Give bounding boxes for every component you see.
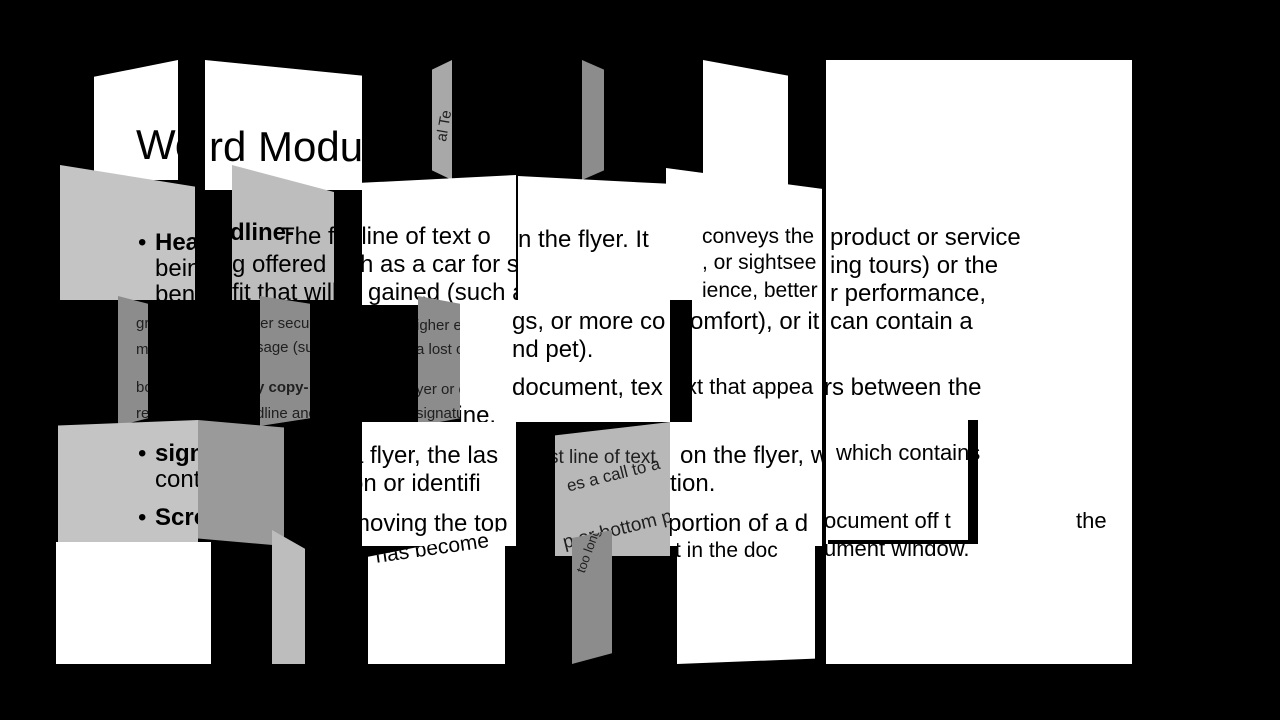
tile-mid-5: conveys the , or sightsee ience, better [666,168,824,300]
line10-text-d: ocument off t [824,508,951,533]
line1-text-b: t line of text o [362,223,491,250]
line11-text-b: too long to [573,530,608,575]
line9-text-b: on or identifi [362,470,481,497]
vertical-fragment-2: ts [582,123,588,139]
line10-text-c: portion of a d [670,510,809,537]
tile-top-1: Wo [94,60,178,180]
bullet-dot-3: • [138,504,147,531]
line7-text-c: gnature line. [460,402,497,423]
term-signature: signa [155,440,198,467]
tile-bottom-4: st line of text es a call to a p or bott… [555,422,670,556]
vertical-fragment-1: al Te [433,108,452,143]
tile-low-3: igher earnin a lost or foun yer or other… [418,296,460,426]
tile-top-5 [703,60,788,190]
tile-edge-2 [968,420,978,544]
tile-low-4: gs, or more co nd pet). document, tex gn… [460,300,670,422]
term-scrolling: Scro [155,504,198,531]
line7-text-a: dline and the [260,405,310,422]
line9-text-a: cont [155,466,198,493]
line9-text-d: ction. [670,470,716,497]
title-fragment-1: Wo [136,121,178,168]
line1-text-e: product or service [830,224,1021,251]
left-small-2: mes [136,341,148,358]
line4-text-a: ter security, [260,315,310,332]
line6-text-c: yer or other [418,381,460,398]
tile-low-5: omfort), or it xt that appea [692,300,824,422]
tile-foot-5: t in the doc [677,530,815,664]
line2-text-e: ing tours) or the [830,252,999,279]
line1-text-a: The firs [280,223,334,250]
line4-text-e: can contain a [830,308,973,335]
tile-foot-1 [56,542,211,664]
line3-text-e: r performance, [830,280,987,307]
line11-text-c: t in the doc [677,539,778,562]
tile-bottom-5: on the flyer, w ction. portion of a d [670,422,824,546]
line5-text-b: a lost or foun [418,341,460,358]
tile-bottom-2 [198,420,284,546]
term-headline-a: Head [155,229,195,256]
line8-text-a: a flyer, the las [362,442,499,469]
line2-text-c: ch as a car for sale, lessons [362,251,516,278]
tile-foot-3: has become [368,530,505,664]
left-small-3: bod [136,379,148,396]
tile-mid-1: • Head bein bene [60,165,195,300]
line5-text-a: sage (such as [260,339,310,356]
tile-low-1: gra mes bod reat [118,296,148,426]
tile-top-4: ts [582,60,604,180]
line6-text-d: document, tex [512,374,663,401]
left-small-1: gra [136,315,148,332]
term-headline-b: dline- [232,219,294,246]
tile-foot-2 [272,530,305,664]
tile-mid-3: t line of text o ch as a car for sale, l… [362,175,516,305]
tile-top-3: al Te [432,60,452,180]
title-fragment-2: rd Modu [209,123,362,170]
line2-text-a: bein [155,255,195,282]
line4-text-c: gs, or more co [512,308,666,335]
tile-low-2: ter security, sage (such as y copy- dlin… [260,296,310,426]
line2-text-d: , or sightsee [702,251,817,274]
tile-top-2: rd Modu [205,60,362,190]
tile-edge-3 [828,540,978,544]
tile-right-panel [824,60,1132,664]
line8-text-c: on the flyer, w [680,442,824,469]
bullet-dot-2: • [138,440,147,467]
line6-text-e: xt that appea [692,374,814,399]
line1-text-c: n the flyer. It [518,226,649,253]
tile-mid-2: dline- The firs g offered (suc fit that … [232,165,334,300]
line3-text-a: bene [155,281,195,301]
line1-text-d: conveys the [702,225,815,248]
tile-foot-4: too long to [572,530,612,664]
line8-text-d: which contains [836,440,981,465]
bullet-dot-1: • [138,229,147,256]
tile-mid-4: n the flyer. It [518,176,666,304]
line5-text-c: nd pet). [512,336,594,363]
line2-text-b: g offered (suc [232,251,334,278]
tile-bottom-3: a flyer, the las on or identifi moving t… [362,422,516,546]
line4-text-b: igher earnin [418,317,460,334]
line6-text-f: rs between the [824,374,982,401]
line10-text-a: moving the top [362,510,508,537]
line10-text-e: the [1076,508,1107,533]
line4-text-d: omfort), or it [692,308,820,335]
line7-text-b: signature lin [418,405,460,422]
line3-text-d: ience, better [702,279,818,300]
left-small-4: reat [136,405,148,422]
tile-bottom-1: • signa cont • Scro [58,420,198,556]
line3-text-b: fit that will b [232,279,334,301]
tile-edge-1 [822,60,826,664]
line8-text-b: st line of text [555,447,656,468]
term-body-copy: y copy- [260,379,309,396]
